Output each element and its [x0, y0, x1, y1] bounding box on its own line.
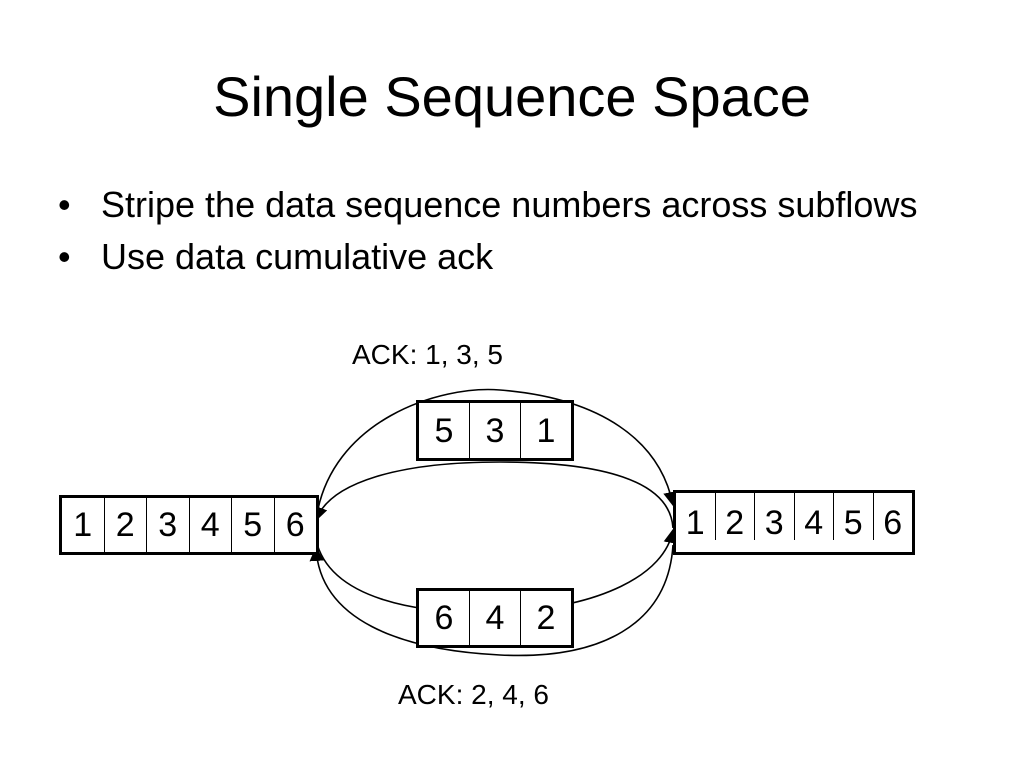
sequence-cell: 5 [833, 493, 873, 540]
bullet-text: Stripe the data sequence numbers across … [101, 184, 918, 225]
sequence-cell: 4 [188, 498, 232, 552]
segment-cell: 1 [520, 403, 571, 458]
sequence-cell: 1 [685, 504, 705, 542]
sequence-cell: 6 [273, 498, 317, 552]
bullet-text: Use data cumulative ack [101, 236, 494, 277]
sequence-cell: 5 [231, 498, 274, 552]
sequence-cell: 4 [793, 493, 834, 540]
receiver-buffer: 1 2 3 4 5 6 [673, 490, 915, 555]
bottom-subflow-ack-label: ACK: 2, 4, 6 [398, 679, 549, 710]
segment-cell: 3 [469, 403, 520, 458]
sender-buffer: 1 2 3 4 5 6 [59, 495, 319, 555]
bullet-marker: • [58, 184, 71, 225]
bullet-item: • Stripe the data sequence numbers acros… [58, 184, 918, 226]
segment-cell: 6 [434, 599, 454, 637]
top-subflow-data-arrow [315, 388, 678, 521]
segment-cell: 4 [469, 591, 520, 645]
segment-cell: 5 [434, 411, 454, 450]
segment-cell: 2 [520, 591, 571, 645]
sequence-cell: 3 [754, 493, 794, 540]
sequence-cell: 3 [146, 498, 189, 552]
sequence-cell: 1 [73, 506, 93, 544]
slide-title: Single Sequence Space [213, 65, 811, 128]
bottom-subflow-ack-arrow [309, 544, 674, 657]
bottom-subflow-segments: 6 4 2 [416, 588, 574, 648]
bullet-list: • Stripe the data sequence numbers acros… [58, 184, 918, 288]
sequence-cell: 2 [714, 493, 755, 540]
sequence-cell: 2 [103, 498, 147, 552]
bullet-marker: • [58, 236, 71, 277]
top-subflow-ack-arrow [313, 461, 674, 529]
top-subflow-segments: 5 3 1 [416, 400, 574, 461]
sequence-cell: 6 [872, 493, 913, 540]
top-subflow-ack-label: ACK: 1, 3, 5 [352, 339, 503, 370]
bullet-item: • Use data cumulative ack [58, 236, 918, 278]
